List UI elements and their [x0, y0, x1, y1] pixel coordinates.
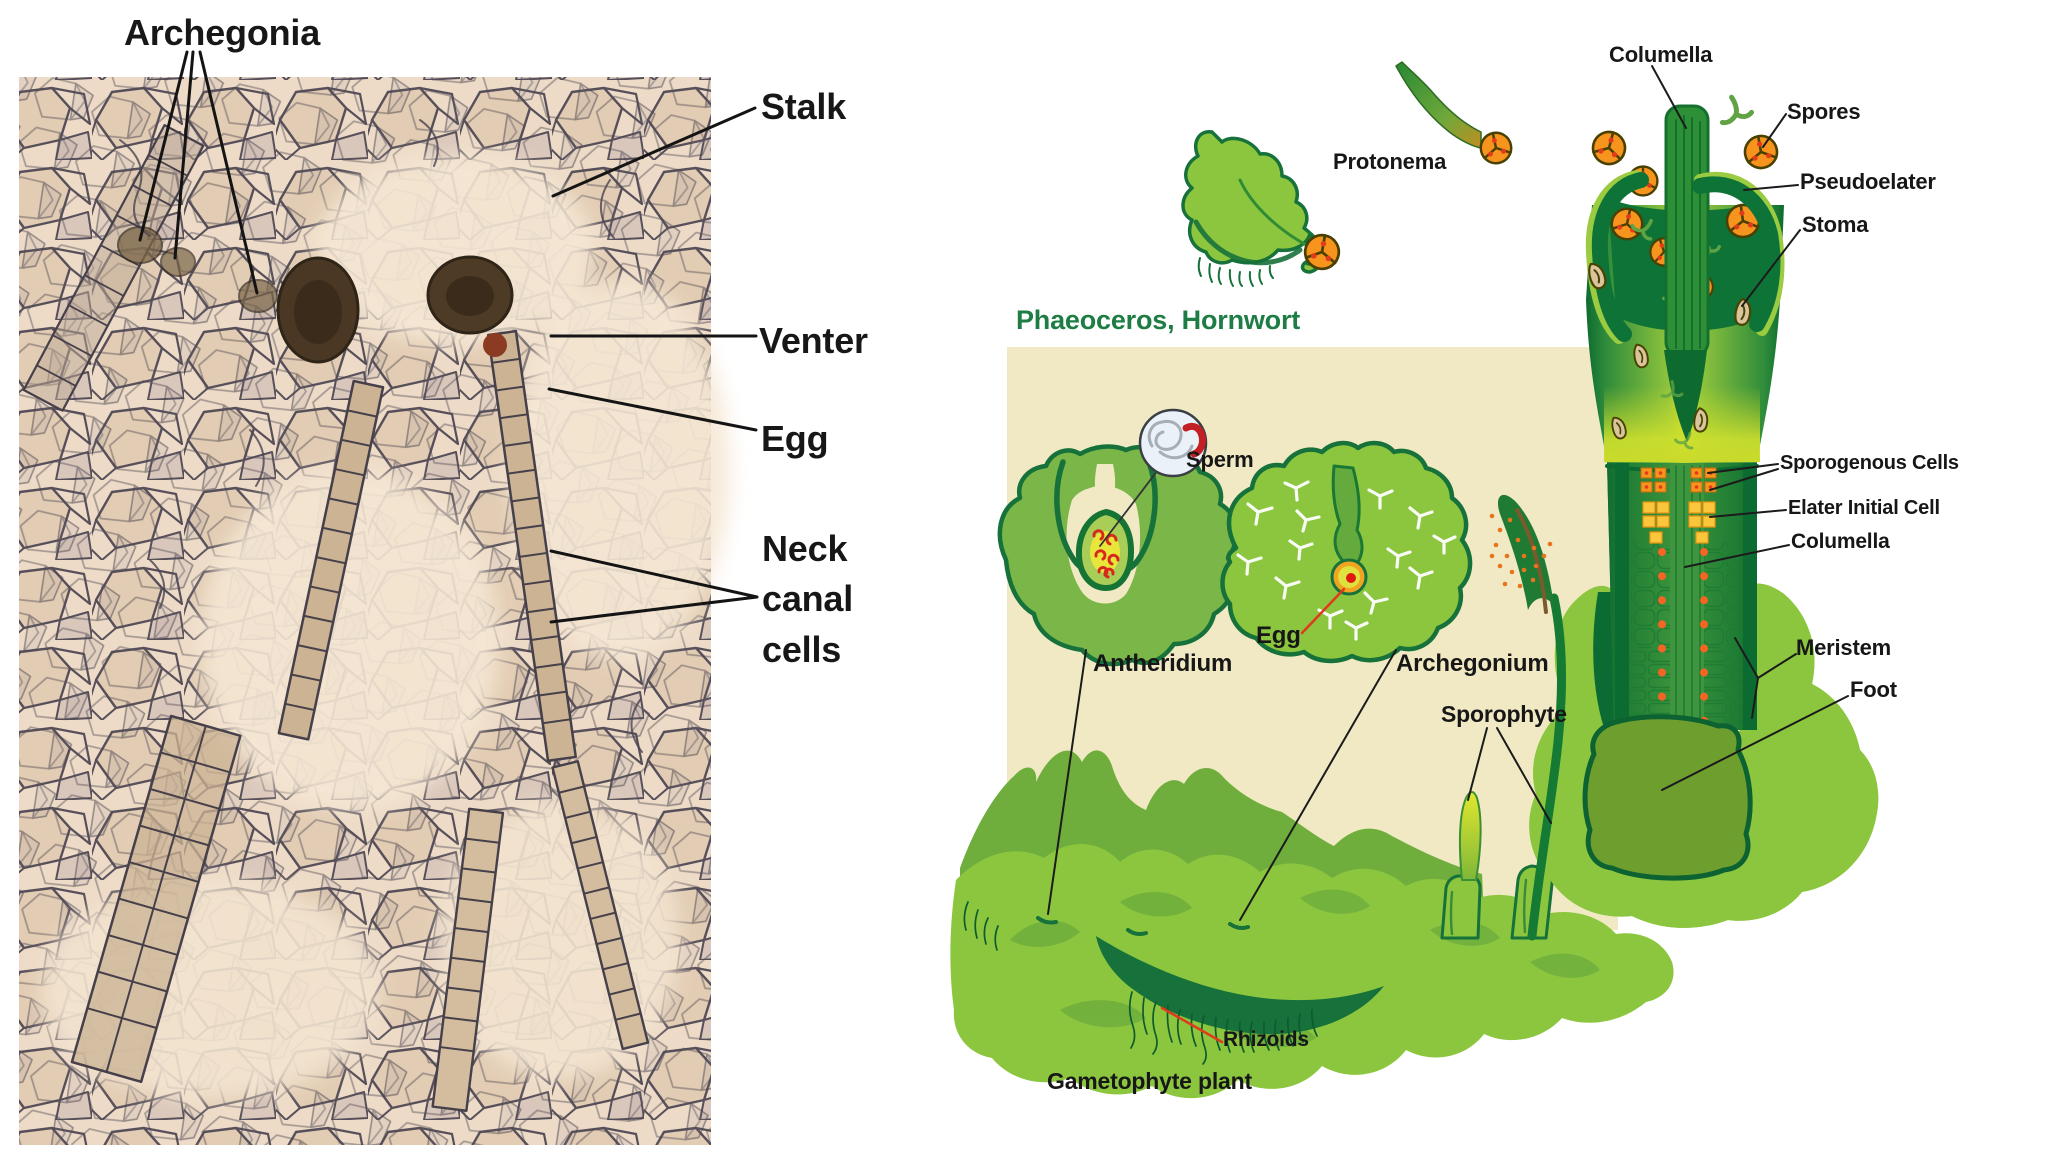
label-columella-top: Columella — [1609, 42, 1713, 67]
archegonium-section — [1220, 440, 1473, 664]
label-sporogenous-cells: Sporogenous Cells — [1780, 452, 1959, 474]
elater-initial-cells — [1642, 501, 1716, 544]
hornwort-diagram — [138, 50, 1879, 1099]
label-sperm: Sperm — [1186, 447, 1254, 472]
diagram-title: Phaeoceros, Hornwort — [1016, 305, 1301, 335]
label-archegonium: Archegonium — [1396, 650, 1549, 677]
rhizoids-hairs — [963, 901, 1318, 1065]
micrograph-filaments — [22, 124, 650, 1112]
leader-lines — [138, 50, 1849, 1044]
label-elater-initial-cell: Elater Initial Cell — [1788, 497, 1940, 519]
label-protonema: Protonema — [1333, 149, 1447, 174]
label-venter: Venter — [759, 320, 868, 361]
gametophyte-thallus — [950, 750, 1674, 1099]
label-egg-right: Egg — [1256, 622, 1301, 649]
young-gametophyte — [1181, 130, 1343, 287]
label-antheridium: Antheridium — [1093, 650, 1233, 677]
label-foot: Foot — [1850, 677, 1897, 702]
spore-dust — [1489, 513, 1553, 589]
protonema-shape — [1395, 61, 1516, 168]
sperm-inset — [1099, 408, 1208, 547]
foot-shape — [1582, 714, 1753, 881]
sporogenous-cells — [1640, 467, 1717, 493]
label-rhizoids: Rhizoids — [1223, 1028, 1309, 1051]
label-sporophyte: Sporophyte — [1441, 701, 1567, 727]
label-egg-left: Egg — [761, 418, 829, 459]
label-meristem: Meristem — [1796, 635, 1891, 660]
label-gametophyte-plant: Gametophyte plant — [1047, 1068, 1252, 1094]
label-neck-canal-cells: Neck canal cells — [762, 528, 854, 670]
sporophyte-tube — [1585, 104, 1785, 730]
antheridium-section — [997, 444, 1239, 667]
label-stalk: Stalk — [761, 86, 847, 127]
micrograph-photo — [19, 77, 730, 1145]
label-columella-mid: Columella — [1791, 530, 1890, 553]
label-stoma: Stoma — [1802, 212, 1869, 237]
label-archegonia: Archegonia — [124, 12, 321, 53]
label-pseudoelater: Pseudoelater — [1800, 169, 1936, 194]
emerging-sporophytes — [1458, 494, 1566, 941]
label-spores: Spores — [1787, 99, 1861, 124]
